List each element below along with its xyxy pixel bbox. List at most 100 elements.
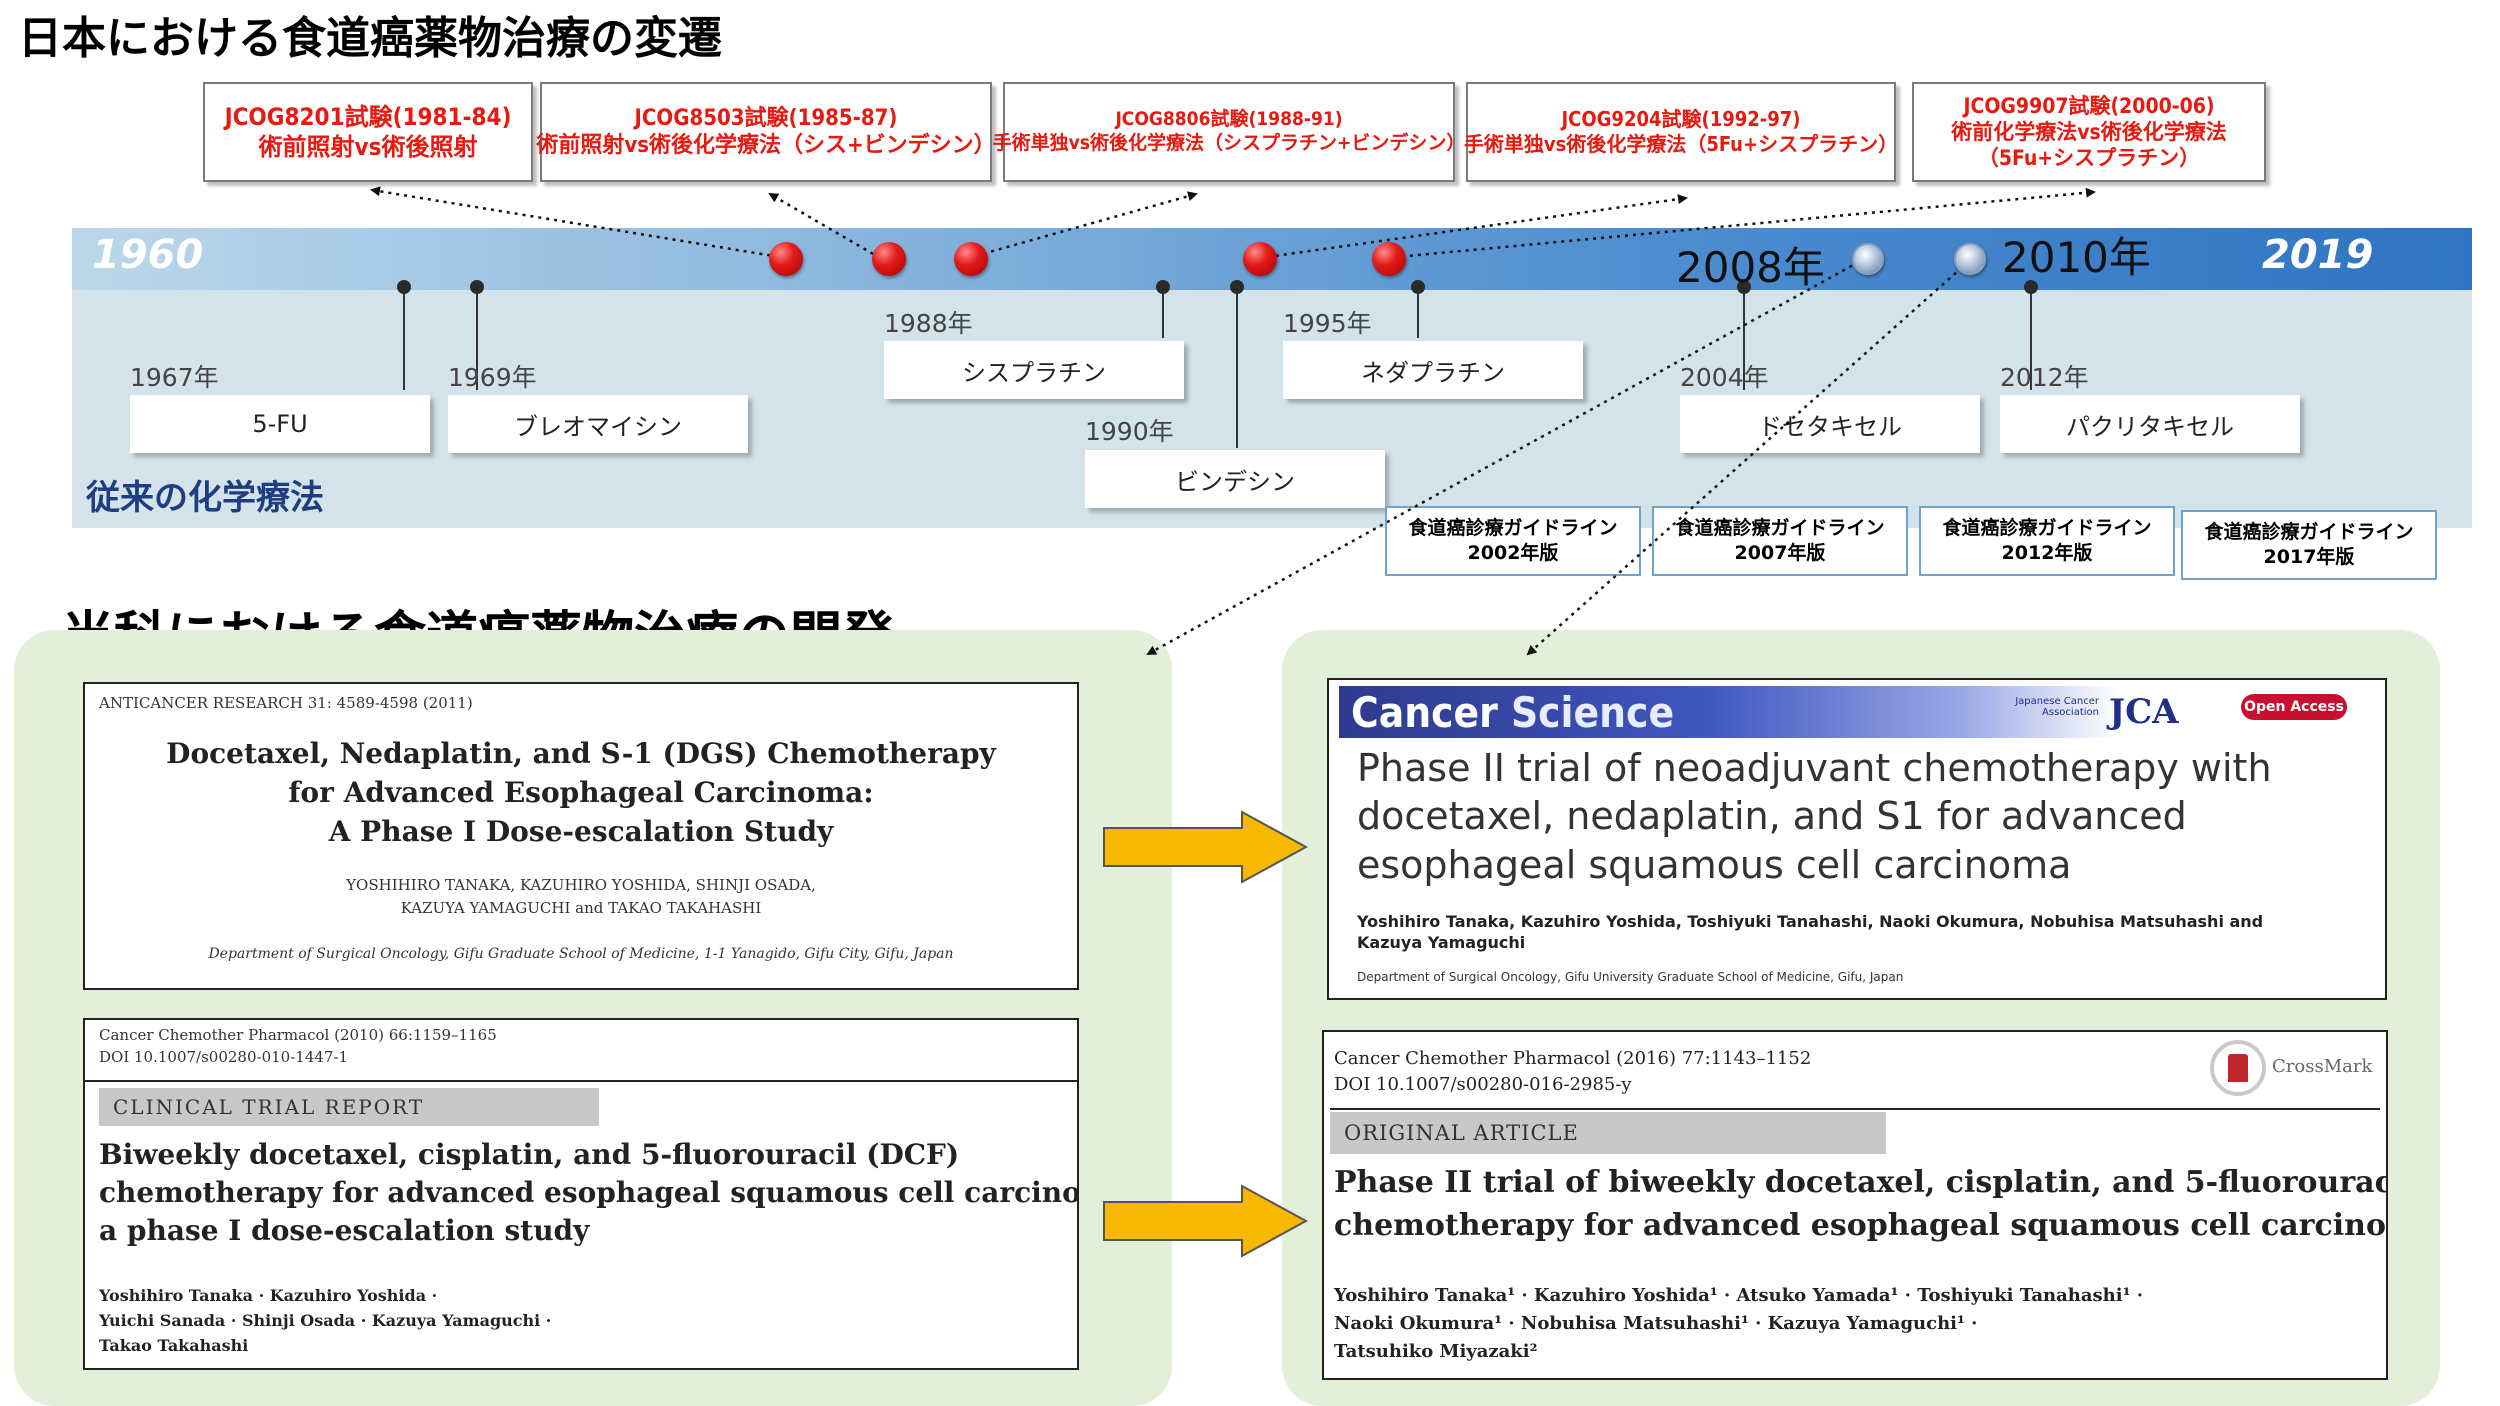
paper-rule: [85, 1080, 1077, 1082]
jcog-trial-title: JCOG9204試験(1992-97): [1561, 107, 1801, 131]
open-access-badge: Open Access: [2241, 694, 2347, 720]
paper-authors: Yoshihiro Tanaka¹ · Kazuhiro Yoshida¹ · …: [1334, 1282, 2143, 1366]
connector-line: [370, 186, 787, 260]
guideline-edition: 2012年版: [2001, 542, 2093, 564]
timeline-marker: [397, 280, 411, 294]
paper-dgs-phase2: Cancer Science Japanese Cancer Associati…: [1327, 678, 2387, 1000]
study-marker-icon: [1954, 243, 1986, 275]
drug-box-bleomycin: ブレオマイシン: [448, 395, 748, 453]
drug-box-docetaxel: ドセタキセル: [1680, 395, 1980, 453]
jcog-trial-desc: 術前化学療法vs術後化学療法: [1951, 119, 2227, 144]
drug-year-label: 2004年: [1680, 363, 1769, 392]
trial-marker-icon: [1243, 242, 1277, 276]
guideline-2012: 食道癌診療ガイドライン 2012年版: [1919, 506, 2175, 576]
jcog-trial-title: JCOG8806試験(1988-91): [1115, 108, 1343, 131]
drug-box-paclitaxel: パクリタキセル: [2000, 395, 2300, 453]
jcog-trial-8201: JCOG8201試験(1981-84) 術前照射vs術後照射: [203, 82, 533, 182]
paper-authors-line: Naoki Okumura¹ · Nobuhisa Matsuhashi¹ · …: [1334, 1312, 1978, 1334]
timeline-marker: [1230, 280, 1244, 294]
jcog-trial-desc: 術前照射vs術後化学療法（シス+ビンデシン）: [536, 133, 996, 158]
paper-authors: YOSHIHIRO TANAKA, KAZUHIRO YOSHIDA, SHIN…: [85, 874, 1077, 919]
paper-authors-line: Yoshihiro Tanaka · Kazuhiro Yoshida ·: [99, 1286, 438, 1305]
guideline-title: 食道癌診療ガイドライン: [1408, 517, 1618, 540]
journal-name-part: Cancer: [1351, 688, 1498, 737]
timeline-marker: [1156, 280, 1170, 294]
paper-journal: Cancer Chemother Pharmacol (2010) 66:115…: [99, 1026, 497, 1044]
paper-title: Docetaxel, Nedaplatin, and S-1 (DGS) Che…: [85, 734, 1077, 852]
drug-year-label: 1990年: [1085, 417, 1174, 446]
paper-affiliation: Department of Surgical Oncology, Gifu Gr…: [208, 946, 954, 962]
paper-authors-line: Tatsuhiko Miyazaki²: [1334, 1340, 1538, 1362]
jcog-trial-desc: 手術単独vs術後化学療法（5Fu+シスプラチン）: [1463, 132, 1899, 156]
journal-name-part: Science: [1510, 688, 1675, 737]
connector-line: [768, 192, 881, 260]
paper-title-line: esophageal squamous cell carcinoma: [1357, 842, 2072, 887]
timeline-end-year: 2019: [2262, 232, 2374, 278]
guideline-2007: 食道癌診療ガイドライン 2007年版: [1652, 506, 1908, 576]
guideline-edition: 2007年版: [1734, 542, 1826, 564]
page-title: 日本における食道癌薬物治療の変遷: [18, 13, 722, 64]
drug-box-vindesine: ビンデシン: [1085, 450, 1385, 508]
section-label-conventional: 従来の化学療法: [86, 478, 324, 518]
paper-authors-line: Takao Takahashi: [99, 1335, 249, 1355]
connector-line: [1259, 194, 1688, 260]
guideline-edition: 2002年版: [1467, 542, 1559, 564]
connector-line: [1526, 261, 1969, 656]
paper-title-line: A Phase I Dose-escalation Study: [328, 815, 834, 849]
drug-box-5fu: 5-FU: [130, 395, 430, 453]
jcog-trial-title: JCOG9907試験(2000-06): [1963, 93, 2215, 118]
timeline-stem: [1743, 290, 1745, 390]
paper-title-line: Docetaxel, Nedaplatin, and S-1 (DGS) Che…: [166, 737, 996, 770]
drug-box-nedaplatin: ネダプラチン: [1283, 341, 1583, 399]
trial-marker-icon: [954, 242, 988, 276]
paper-title-line: for Advanced Esophageal Carcinoma:: [288, 776, 874, 810]
paper-title: Phase II trial of biweekly docetaxel, ci…: [1334, 1162, 2388, 1247]
arrow-right-icon: [1103, 1184, 1308, 1258]
jcog-trial-9204: JCOG9204試験(1992-97) 手術単独vs術後化学療法（5Fu+シスプ…: [1463, 82, 1899, 182]
trial-marker-icon: [769, 242, 803, 276]
journal-banner: [1339, 686, 2379, 738]
drug-year-label: 1967年: [130, 363, 219, 392]
timeline-start-year: 1960: [92, 232, 204, 278]
paper-category: CLINICAL TRIAL REPORT: [99, 1088, 599, 1126]
paper-title-line: Phase II trial of neoadjuvant chemothera…: [1357, 746, 2272, 790]
paper-authors-line: Yuichi Sanada · Shinji Osada · Kazuya Ya…: [99, 1310, 552, 1330]
connector-line: [1385, 187, 2096, 260]
timeline-stem: [1162, 290, 1164, 338]
paper-authors-line: KAZUYA YAMAGUCHI and TAKAO TAKAHASHI: [400, 898, 762, 917]
jcog-trial-regimen: （5Fu+シスプラチン）: [1977, 146, 2201, 171]
year-label-2010: 2010年: [2002, 233, 2151, 282]
arrow-right-icon: [1103, 810, 1308, 884]
timeline-stem: [1417, 290, 1419, 338]
paper-authors: Yoshihiro Tanaka, Kazuhiro Yoshida, Tosh…: [1357, 912, 2263, 954]
timeline-marker: [1411, 280, 1425, 294]
study-marker-icon: [1852, 243, 1884, 275]
paper-authors-line: YOSHIHIRO TANAKA, KAZUHIRO YOSHIDA, SHIN…: [346, 876, 816, 894]
year-label-2008: 2008年: [1676, 243, 1825, 292]
paper-dcf-phase1: Cancer Chemother Pharmacol (2010) 66:115…: [83, 1018, 1079, 1370]
paper-authors: Yoshihiro Tanaka · Kazuhiro Yoshida · Yu…: [99, 1284, 551, 1358]
paper-title-line: chemotherapy for advanced esophageal squ…: [99, 1175, 1079, 1209]
paper-affiliation: Department of Surgical Oncology, Gifu Un…: [1357, 970, 1904, 984]
jcog-trial-desc: 手術単独vs術後化学療法（シスプラチン+ビンデシン）: [992, 132, 1466, 154]
guideline-2002: 食道癌診療ガイドライン 2002年版: [1385, 506, 1641, 576]
paper-authors-line: Yoshihiro Tanaka¹ · Kazuhiro Yoshida¹ · …: [1334, 1285, 2144, 1306]
drug-box-cisplatin: シスプラチン: [884, 341, 1184, 399]
paper-doi: DOI 10.1007/s00280-016-2985-y: [1334, 1074, 1632, 1095]
connector-line: [967, 191, 1198, 260]
timeline-stem: [403, 290, 405, 390]
paper-doi: DOI 10.1007/s00280-010-1447-1: [99, 1048, 349, 1066]
paper-journal: Cancer Chemother Pharmacol (2016) 77:114…: [1334, 1048, 1812, 1069]
connector-line: [1146, 256, 1867, 656]
jca-logo: JCA: [2109, 692, 2179, 732]
paper-title-line: a phase I dose-escalation study: [99, 1213, 590, 1247]
drug-year-label: 1988年: [884, 309, 973, 338]
timeline-marker: [1737, 280, 1751, 294]
guideline-title: 食道癌診療ガイドライン: [1675, 517, 1885, 540]
trial-marker-icon: [1372, 242, 1406, 276]
paper-title-line: chemotherapy for advanced esophageal squ…: [1334, 1207, 2388, 1243]
paper-rule: [1330, 1108, 2380, 1110]
guideline-edition: 2017年版: [2263, 546, 2355, 568]
timeline-marker: [470, 280, 484, 294]
